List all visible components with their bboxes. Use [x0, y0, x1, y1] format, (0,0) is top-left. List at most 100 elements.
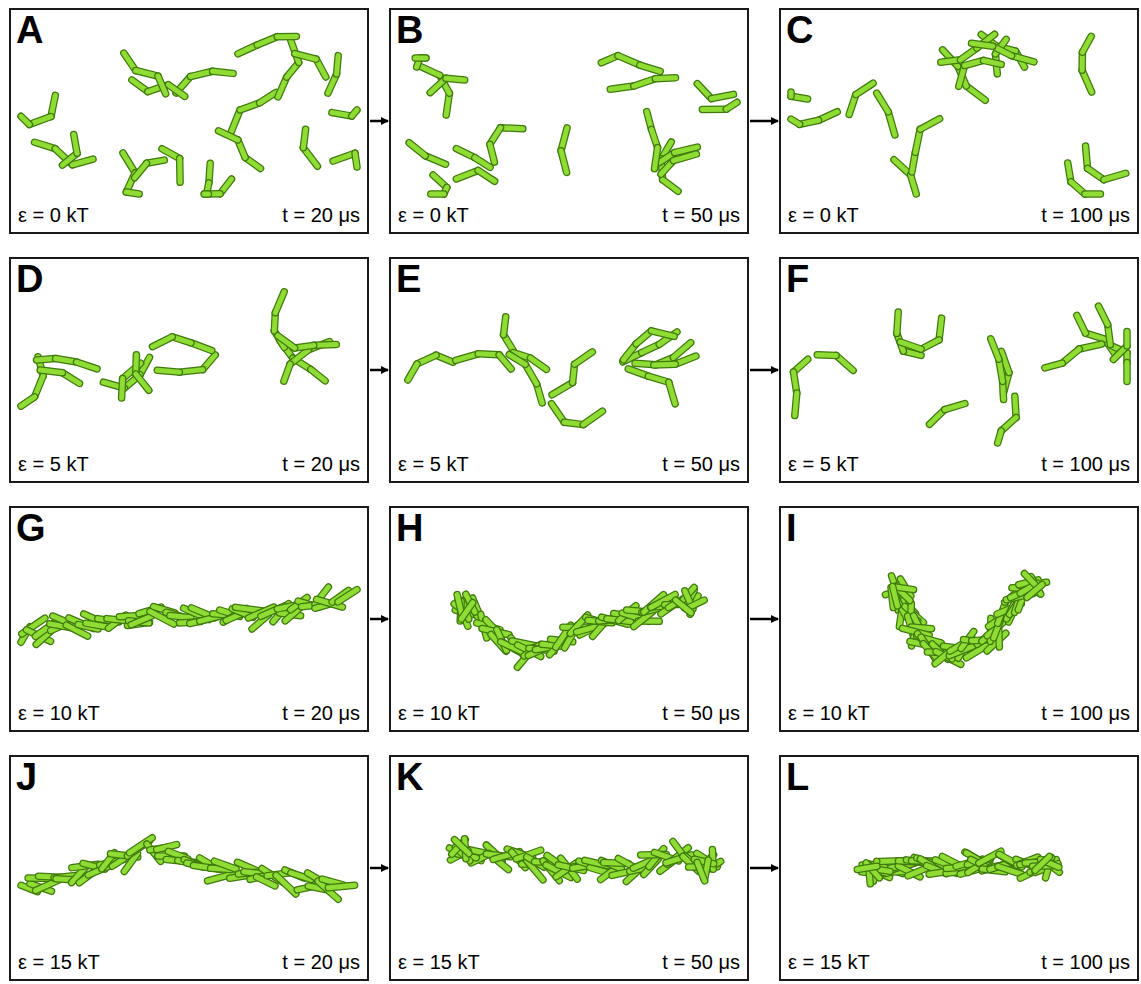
- snapshot-panel: Hε = 10 kTt = 50 μs: [389, 506, 749, 732]
- filament-rod: [787, 92, 795, 96]
- filament-rod: [795, 393, 797, 415]
- filament-rod: [409, 143, 425, 156]
- filament-rod: [945, 404, 965, 410]
- time-label: t = 50 μs: [662, 204, 740, 227]
- filament-rod: [1027, 585, 1042, 598]
- filament-rod: [640, 65, 660, 71]
- filament-rod: [72, 159, 93, 165]
- filament-rod: [431, 190, 444, 198]
- filament-rod: [40, 370, 62, 373]
- filament-rod: [276, 875, 296, 894]
- filament-rod: [337, 56, 339, 74]
- filament-rod: [983, 60, 1001, 64]
- filament-rod: [461, 603, 472, 619]
- filament-rod: [1085, 192, 1101, 197]
- time-label: t = 100 μs: [1041, 702, 1130, 725]
- filament-rod: [663, 180, 678, 192]
- time-arrow: [750, 120, 778, 123]
- energy-label: ε = 15 kT: [788, 951, 870, 974]
- filament-rod: [654, 148, 657, 169]
- filament-rod: [1123, 362, 1131, 381]
- filament-rod: [669, 382, 675, 404]
- filament-rod: [509, 355, 525, 365]
- filament-rod: [991, 339, 999, 359]
- filament-rod: [278, 336, 295, 348]
- time-label: t = 50 μs: [662, 702, 740, 725]
- filament-rod: [122, 379, 123, 399]
- filament-rod: [561, 151, 567, 173]
- filament-rod: [457, 595, 462, 614]
- filament-rod: [1098, 306, 1107, 324]
- filament-rod: [136, 374, 149, 390]
- filament-rod: [295, 54, 317, 60]
- filament-rod: [431, 192, 444, 197]
- energy-label: ε = 0 kT: [788, 204, 859, 227]
- filament-rod: [795, 393, 797, 415]
- filament-rod: [170, 616, 191, 618]
- filament-rod: [651, 331, 674, 336]
- time-label: t = 50 μs: [662, 951, 740, 974]
- filament-rod: [673, 154, 696, 161]
- filament-rod: [575, 352, 593, 364]
- panel-letter: B: [396, 10, 423, 52]
- filament-rod: [490, 144, 494, 162]
- energy-label: ε = 10 kT: [398, 702, 480, 725]
- filament-rod: [490, 144, 494, 162]
- filament-rod: [352, 110, 357, 116]
- time-label: t = 100 μs: [1041, 453, 1130, 476]
- filament-rod: [504, 317, 506, 335]
- filament-rod: [355, 153, 357, 167]
- filament-rod: [157, 370, 179, 372]
- filament-rod: [877, 93, 888, 112]
- filament-rod: [204, 192, 208, 197]
- filament-rod: [77, 362, 97, 369]
- time-arrow: [370, 120, 388, 123]
- energy-label: ε = 10 kT: [788, 702, 870, 725]
- time-label: t = 100 μs: [1041, 951, 1130, 974]
- filament-rod: [893, 587, 898, 606]
- filament-rod: [278, 336, 295, 348]
- snapshot-panel: Aε = 0 kTt = 20 μs: [9, 8, 369, 234]
- filament-rod: [897, 312, 898, 333]
- filament-rod: [475, 158, 490, 168]
- filament-rod: [654, 360, 676, 368]
- filament-rod: [676, 600, 691, 613]
- filament-rod: [971, 43, 992, 46]
- panel-letter: J: [16, 757, 37, 799]
- filament-rod: [136, 374, 149, 390]
- filament-rod: [277, 34, 296, 39]
- filament-rod: [900, 342, 921, 349]
- filament-rod: [126, 192, 139, 194]
- time-arrow: [750, 867, 778, 870]
- filament-rod: [791, 119, 800, 124]
- filament-rod: [1082, 36, 1091, 52]
- filament-rod: [204, 191, 220, 196]
- filament-rod: [409, 143, 425, 156]
- filament-rod: [276, 875, 296, 894]
- filament-rod: [457, 595, 462, 614]
- time-arrow: [750, 369, 778, 372]
- filament-rod: [126, 192, 139, 194]
- filament-rod: [893, 587, 898, 606]
- snapshot-panel: Bε = 0 kTt = 50 μs: [389, 8, 749, 234]
- filament-rod: [419, 66, 440, 76]
- filament-rod: [170, 616, 191, 618]
- filament-rod: [446, 78, 465, 80]
- time-label: t = 100 μs: [1041, 204, 1130, 227]
- filament-rod: [131, 616, 152, 625]
- filament-rod: [1123, 332, 1131, 346]
- snapshot-panel: Jε = 15 kTt = 20 μs: [9, 755, 369, 981]
- filament-rod: [509, 355, 525, 365]
- time-label: t = 50 μs: [662, 453, 740, 476]
- time-label: t = 20 μs: [282, 702, 360, 725]
- filament-rod: [991, 339, 999, 359]
- energy-label: ε = 5 kT: [18, 453, 89, 476]
- filament-rod: [663, 180, 678, 192]
- energy-label: ε = 5 kT: [398, 453, 469, 476]
- filament-rod: [213, 71, 234, 73]
- filament-rod: [1035, 856, 1049, 870]
- filament-rod: [1104, 173, 1126, 179]
- filament-rod: [419, 66, 440, 76]
- energy-label: ε = 10 kT: [18, 702, 100, 725]
